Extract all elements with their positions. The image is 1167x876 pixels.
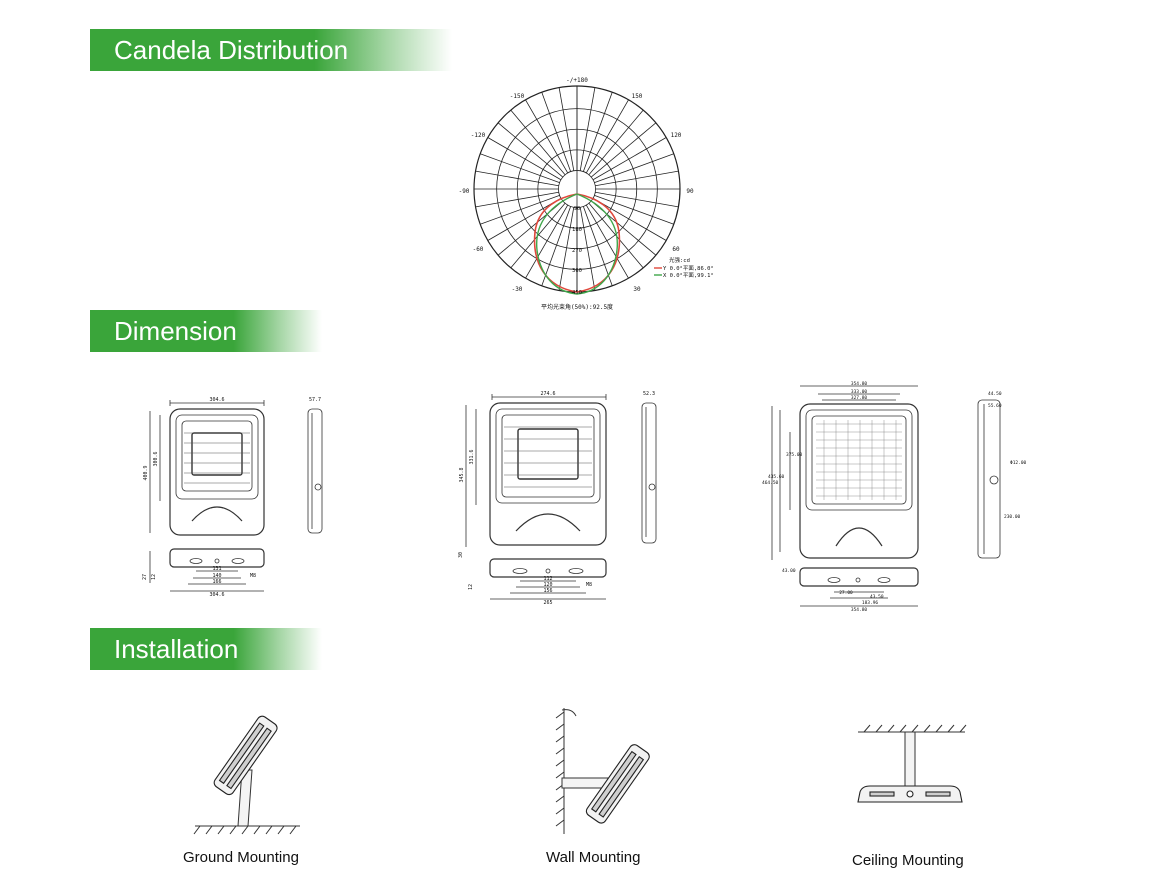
polar-spoke [487,137,562,181]
angle-label-p150: 150 [632,93,643,100]
polar-spoke [582,92,613,172]
dim-depth-2: 55.60 [988,403,1002,409]
polar-spoke [592,137,667,181]
ceiling-mounting-caption: Ceiling Mounting [852,852,964,869]
polar-spoke [594,153,674,184]
legend-x: X 0.0°平面,99.1° [663,272,714,279]
polar-spoke [595,170,679,187]
polar-spoke [582,206,613,286]
angle-label-n60: -60 [473,246,484,253]
polar-spoke [541,206,572,286]
x-plane-curve [536,193,618,295]
dim-s2: 12 [468,584,474,590]
ground-mounting-illustration [193,715,300,835]
polar-spoke [595,191,679,208]
dim-b3: 156 [543,588,552,594]
polar-spoke [588,109,644,176]
dim-height-inner: 331.6 [469,449,475,464]
candela-polar-chart: -/+180 -150 150 -120 120 -90 90 -60 60 -… [459,77,714,311]
dim-bottom-left: 43.00 [782,568,796,574]
polar-spoke [480,153,560,184]
polar-spoke [480,194,560,225]
dim-s1: 30 [458,552,464,558]
polar-spoke [475,170,559,187]
dim-b4: 265 [543,600,552,606]
dim-b3: 166 [212,579,221,585]
polar-spoke [525,204,569,279]
wall-mounting-caption: Wall Mounting [546,849,641,866]
polar-spoke [558,87,575,171]
y-plane-curve [533,193,621,293]
polar-spoke [594,194,674,225]
dim-b4: 304.6 [209,592,224,598]
legend-y: Y 0.0°平面,86.0° [663,265,714,272]
dimension-drawing-large: 354.80 333.00 327.80 44.50 55.60 375.00 … [762,381,1027,613]
dim-height-outer: 345.8 [459,467,465,482]
dim-b2: 43.50 [870,594,884,600]
section-title-dimension: Dimension [90,310,322,352]
radial-label: 270 [572,248,582,254]
polar-spoke [585,204,629,279]
angle-label-top: -/+180 [566,77,588,84]
dim-width: 274.6 [540,391,555,397]
polar-spoke [579,87,596,171]
dim-width-inner: 327.80 [851,395,868,401]
section-title-candela-distribution: Candela Distribution [90,29,452,71]
ceiling-mounting-illustration [857,724,967,803]
polar-spoke [475,191,559,208]
angle-label-n90: -90 [459,188,470,195]
ground-mounting-caption: Ground Mounting [183,849,299,866]
polar-spoke [541,92,572,172]
radial-label: 90 [574,206,581,212]
dim-height-inner: 300.6 [153,451,159,466]
dim-b1: 112 [543,576,552,582]
polar-spoke [590,122,657,178]
dim-b2: 120 [543,582,552,588]
dim-b1: 131 [212,566,221,572]
dimension-drawing-medium: 274.6 52.3 345.8 331.6 112 120 156 265 3… [458,391,657,606]
angle-label-n150: -150 [510,93,525,100]
dim-height-outer: 400.9 [143,465,149,480]
dim-hole: M8 [250,573,256,579]
dim-s1: 27 [142,574,148,580]
angle-label-n30: -30 [512,286,523,293]
dim-b4: 354.80 [851,607,868,613]
radial-label: 450 [572,290,582,296]
dim-width-outer: 354.80 [851,381,868,387]
radial-label: 180 [572,227,582,233]
dim-depth: 57.7 [309,397,321,403]
wall-mounting-illustration [555,708,650,834]
beam-angle-footer: 平均光束角(50%):92.5度 [541,303,613,311]
angle-label-p90: 90 [686,188,694,195]
dim-depth: 52.3 [643,391,655,397]
dimension-drawing-small: 304.6 57.7 400.9 300.6 131 140 166 304.6… [142,397,323,598]
dim-b2: 140 [212,573,221,579]
dim-height-a: 435.60 [768,474,785,480]
dim-width-mid: 333.00 [851,389,868,395]
dim-height-sub: 375.00 [786,452,803,458]
polar-spoke [510,109,566,176]
dim-depth-1: 44.50 [988,391,1002,397]
legend-unit: 光强:cd [669,256,690,264]
angle-label-p120: 120 [671,132,682,139]
polar-spoke [497,122,564,178]
dim-b3: 183.96 [862,600,879,606]
dim-b1: 27.00 [839,590,853,596]
dim-height-b: 464.50 [762,480,779,486]
radial-label: 360 [572,268,582,274]
polar-spoke [585,99,629,174]
polar-spoke [579,207,596,291]
dim-side-height: 230.00 [1004,514,1021,520]
polar-spoke [558,207,575,291]
section-title-installation: Installation [90,628,322,670]
dim-hole: M8 [586,582,592,588]
angle-label-p60: 60 [672,246,680,253]
polar-spoke [525,99,569,174]
angle-label-p30: 30 [633,286,641,293]
dim-hole: Φ12.00 [1010,460,1027,466]
dim-width: 304.6 [209,397,224,403]
angle-label-n120: -120 [471,132,486,139]
dim-s2: 12 [151,574,157,580]
